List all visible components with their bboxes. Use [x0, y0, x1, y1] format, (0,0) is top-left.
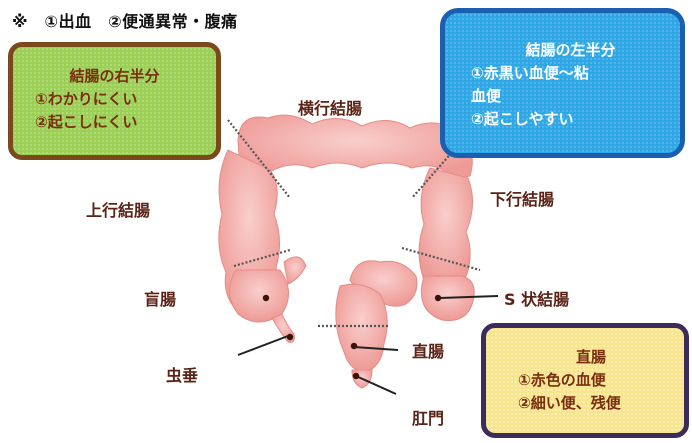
left-colon-box: 結腸の左半分 ①赤黒い血便～粘 血便 ②起こしやすい [440, 8, 685, 158]
cecum [229, 269, 289, 323]
left-colon-title: 結腸の左半分 [525, 41, 616, 59]
label-cecum: 盲腸 [144, 290, 177, 309]
label-anus: 肛門 [412, 409, 445, 428]
right-colon-line1: ①わかりにくい [35, 90, 138, 108]
header-symptoms: ※ ①出血 ②便通異常・腹痛 [12, 12, 238, 31]
rectum [335, 283, 388, 373]
rectum-title: 直腸 [575, 348, 606, 366]
right-colon-line2: ②起こしにくい [35, 113, 138, 131]
label-appendix: 虫垂 [166, 366, 199, 385]
rectum-line2: ②細い便、残便 [518, 394, 621, 412]
descending-colon [418, 167, 473, 287]
right-colon-title: 結腸の右半分 [69, 67, 160, 85]
right-colon-box: 結腸の右半分 ①わかりにくい ②起こしにくい [8, 42, 221, 160]
left-colon-line3: ②起こしやすい [471, 110, 574, 128]
left-colon-line1: ①赤黒い血便～粘 [471, 64, 589, 82]
rectum-line1: ①赤色の血便 [518, 371, 606, 389]
label-descending-colon: 下行結腸 [490, 190, 555, 209]
label-transverse-colon: 横行結腸 [298, 99, 363, 118]
label-rectum: 直腸 [412, 342, 445, 361]
left-colon-line2: 血便 [471, 87, 502, 105]
label-ascending-colon: 上行結腸 [86, 201, 151, 220]
rectum-box: 直腸 ①赤色の血便 ②細い便、残便 [481, 323, 689, 438]
label-sigmoid-colon: S 状結腸 [504, 290, 570, 309]
